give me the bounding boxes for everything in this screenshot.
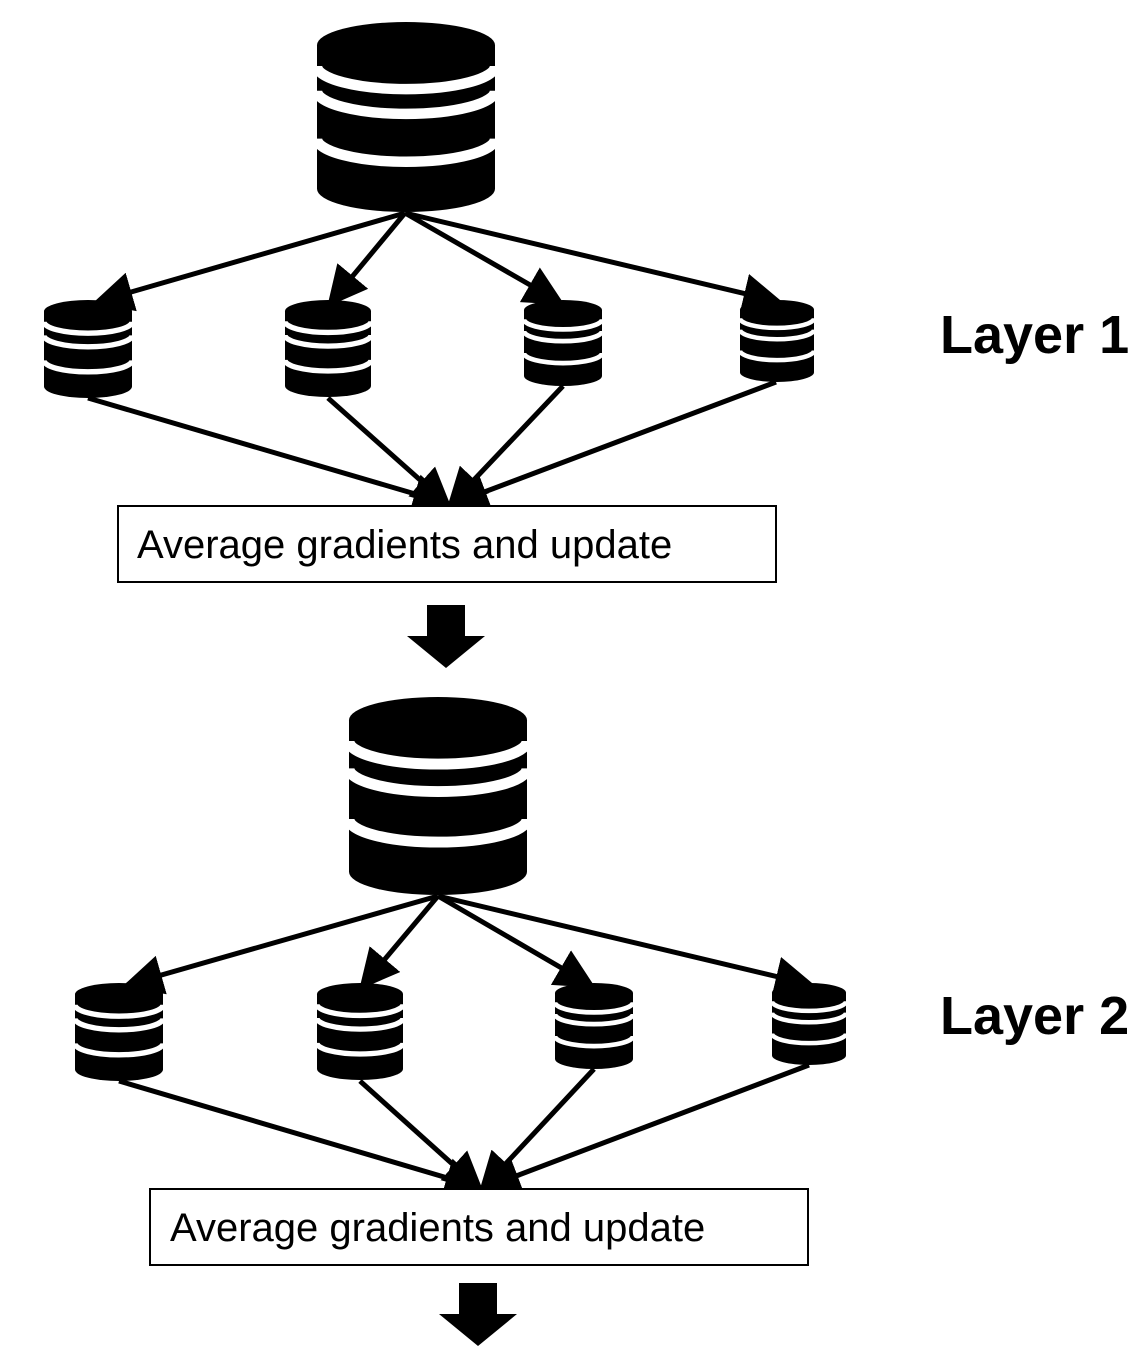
- database-shard-icon: [314, 983, 406, 1080]
- merge-edge: [87, 395, 454, 514]
- split-edge: [122, 893, 439, 995]
- split-edge: [404, 210, 784, 313]
- layer-1-edges: [87, 210, 784, 514]
- layer-1-group: Average gradients and update Layer 1: [41, 22, 1129, 668]
- database-shard-icon: [282, 300, 374, 397]
- split-edge: [359, 894, 440, 990]
- database-shard-icon: [521, 300, 605, 386]
- layer-label: Layer 1: [940, 305, 1129, 365]
- merge-edge: [447, 379, 777, 511]
- database-icon: [311, 22, 501, 212]
- database-shard-icon: [552, 983, 636, 1069]
- average-gradients-box: [149, 1188, 809, 1266]
- database-shard-icon: [72, 983, 166, 1082]
- average-gradients-label: Average gradients and update: [170, 1206, 705, 1250]
- split-edge: [327, 211, 407, 307]
- average-gradients-box: [117, 505, 777, 583]
- layer-2-group: Average gradients and update Layer 2: [72, 697, 1129, 1346]
- down-arrow-icon: [439, 1283, 517, 1346]
- split-edge: [403, 210, 565, 305]
- layer-label: Layer 2: [940, 986, 1129, 1046]
- merge-edge: [326, 396, 452, 508]
- merge-edge: [358, 1079, 484, 1193]
- split-edge: [437, 893, 816, 996]
- average-gradients-label: Average gradients and update: [137, 523, 672, 567]
- split-edge: [436, 893, 596, 988]
- database-shard-icon: [41, 300, 135, 398]
- split-edge: [92, 210, 406, 312]
- database-icon: [343, 697, 533, 895]
- down-arrow-icon: [407, 605, 485, 668]
- merge-edge: [118, 1078, 486, 1197]
- database-shard-icon: [737, 300, 817, 382]
- database-shard-icon: [769, 983, 849, 1065]
- merge-edge: [479, 1062, 810, 1195]
- layer-2-edges: [118, 893, 816, 1197]
